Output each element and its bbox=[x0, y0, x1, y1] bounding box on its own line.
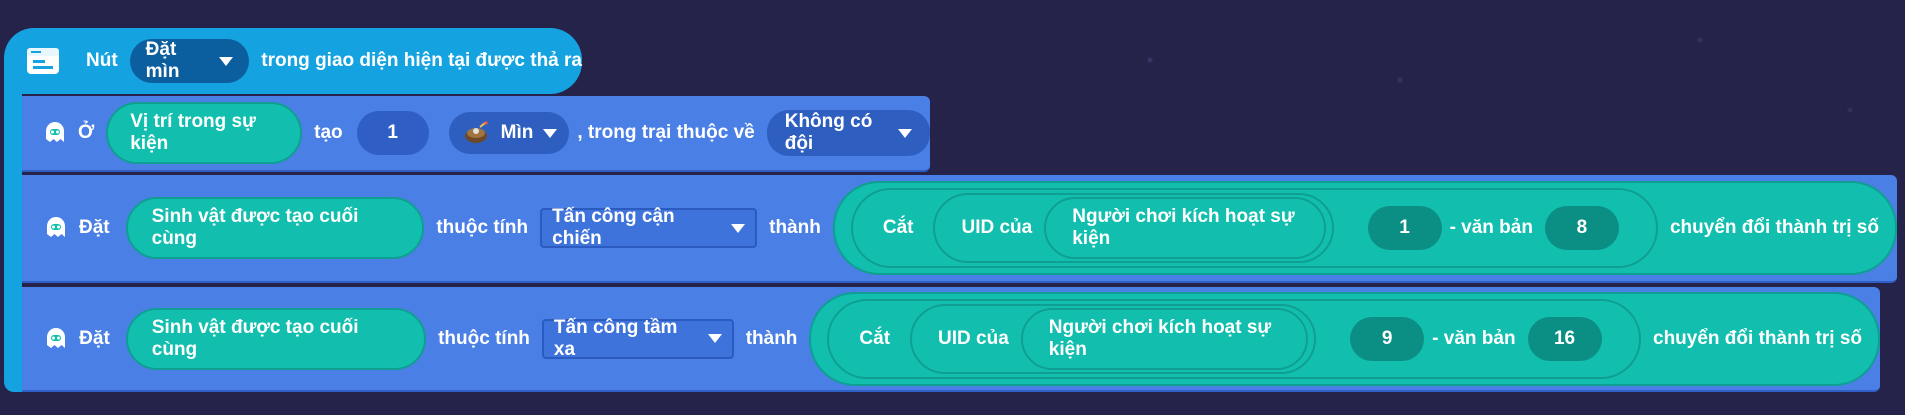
object-dropdown[interactable]: Mìn bbox=[448, 112, 570, 154]
ghost-icon bbox=[44, 327, 67, 351]
set-label: Đặt bbox=[79, 217, 110, 238]
attribute-label: thuộc tính bbox=[438, 327, 530, 349]
to-label: thành bbox=[745, 327, 798, 349]
convert-label: chuyển đổi thành trị số bbox=[1669, 217, 1879, 238]
substring-start-input[interactable]: 9 bbox=[1350, 316, 1425, 361]
event-label-prefix: Nút bbox=[86, 50, 118, 71]
camp-label: , trong trại thuộc về bbox=[577, 122, 755, 143]
convert-to-number-reporter[interactable]: Cắt UID của Người chơi kích hoạt sự kiện… bbox=[832, 181, 1897, 275]
button-dropdown[interactable]: Đặt mìn bbox=[129, 39, 250, 83]
attribute-dropdown-value: Tấn công tầm xa bbox=[553, 316, 678, 360]
attribute-label: thuộc tính bbox=[436, 217, 529, 238]
create-label: tạo bbox=[314, 122, 343, 143]
uid-reporter[interactable]: UID của Người chơi kích hoạt sự kiện bbox=[910, 303, 1317, 374]
event-block-spine bbox=[4, 90, 22, 392]
set-label: Đặt bbox=[79, 327, 110, 349]
mine-icon bbox=[461, 121, 491, 145]
team-dropdown[interactable]: Không có đội bbox=[766, 110, 930, 156]
at-label: Ở bbox=[78, 122, 95, 143]
attribute-dropdown[interactable]: Tấn công cận chiến bbox=[540, 206, 758, 249]
chevron-down-icon bbox=[219, 56, 234, 66]
attribute-dropdown-value: Tấn công cận chiến bbox=[552, 206, 675, 249]
to-label: thành bbox=[769, 217, 821, 238]
chevron-down-icon bbox=[543, 128, 558, 138]
set-attribute-block-melee[interactable]: Đặt Sinh vật được tạo cuối cùng thuộc tí… bbox=[22, 175, 1897, 283]
target-reporter[interactable]: Sinh vật được tạo cuối cùng bbox=[125, 197, 425, 259]
button-dropdown-value: Đặt mìn bbox=[145, 39, 180, 82]
event-block-button-released[interactable]: Nút Đặt mìn trong giao diện hiện tại đượ… bbox=[4, 28, 582, 94]
cut-label: Cắt bbox=[859, 327, 891, 349]
substring-end-input[interactable]: 8 bbox=[1544, 206, 1619, 250]
player-reporter[interactable]: Người chơi kích hoạt sự kiện bbox=[1044, 197, 1326, 259]
chevron-down-icon bbox=[731, 223, 746, 233]
target-reporter[interactable]: Sinh vật được tạo cuối cùng bbox=[125, 307, 427, 370]
attribute-dropdown[interactable]: Tấn công tầm xa bbox=[541, 316, 734, 360]
object-dropdown-value: Mìn bbox=[500, 122, 534, 143]
uid-reporter[interactable]: UID của Người chơi kích hoạt sự kiện bbox=[933, 193, 1334, 263]
count-input[interactable]: 1 bbox=[356, 111, 429, 155]
player-reporter[interactable]: Người chơi kích hoạt sự kiện bbox=[1020, 307, 1309, 370]
cut-label: Cắt bbox=[882, 217, 914, 238]
convert-label: chuyển đổi thành trị số bbox=[1653, 327, 1863, 349]
uid-label: UID của bbox=[938, 327, 1009, 349]
text-label: - văn bản bbox=[1432, 327, 1516, 349]
substring-end-input[interactable]: 16 bbox=[1527, 316, 1602, 361]
set-attribute-block-ranged[interactable]: Đặt Sinh vật được tạo cuối cùng thuộc tí… bbox=[22, 287, 1881, 392]
create-object-block[interactable]: Ở Vị trí trong sự kiện tạo 1 Mìn , trong… bbox=[22, 96, 930, 172]
team-dropdown-value: Không có đội bbox=[784, 111, 873, 154]
substring-reporter[interactable]: Cắt UID của Người chơi kích hoạt sự kiện… bbox=[850, 188, 1658, 268]
uid-label: UID của bbox=[961, 217, 1033, 238]
ghost-icon bbox=[44, 216, 67, 240]
window-icon bbox=[26, 47, 60, 75]
substring-start-input[interactable]: 1 bbox=[1367, 206, 1442, 250]
chevron-down-icon bbox=[898, 128, 912, 138]
convert-to-number-reporter[interactable]: Cắt UID của Người chơi kích hoạt sự kiện… bbox=[809, 291, 1881, 386]
position-reporter[interactable]: Vị trí trong sự kiện bbox=[106, 102, 303, 164]
event-label-suffix: trong giao diện hiện tại được thả ra bbox=[261, 50, 582, 71]
chevron-down-icon bbox=[707, 334, 722, 343]
ghost-icon bbox=[44, 121, 66, 145]
text-label: - văn bản bbox=[1449, 217, 1533, 238]
substring-reporter[interactable]: Cắt UID của Người chơi kích hoạt sự kiện… bbox=[827, 298, 1641, 379]
